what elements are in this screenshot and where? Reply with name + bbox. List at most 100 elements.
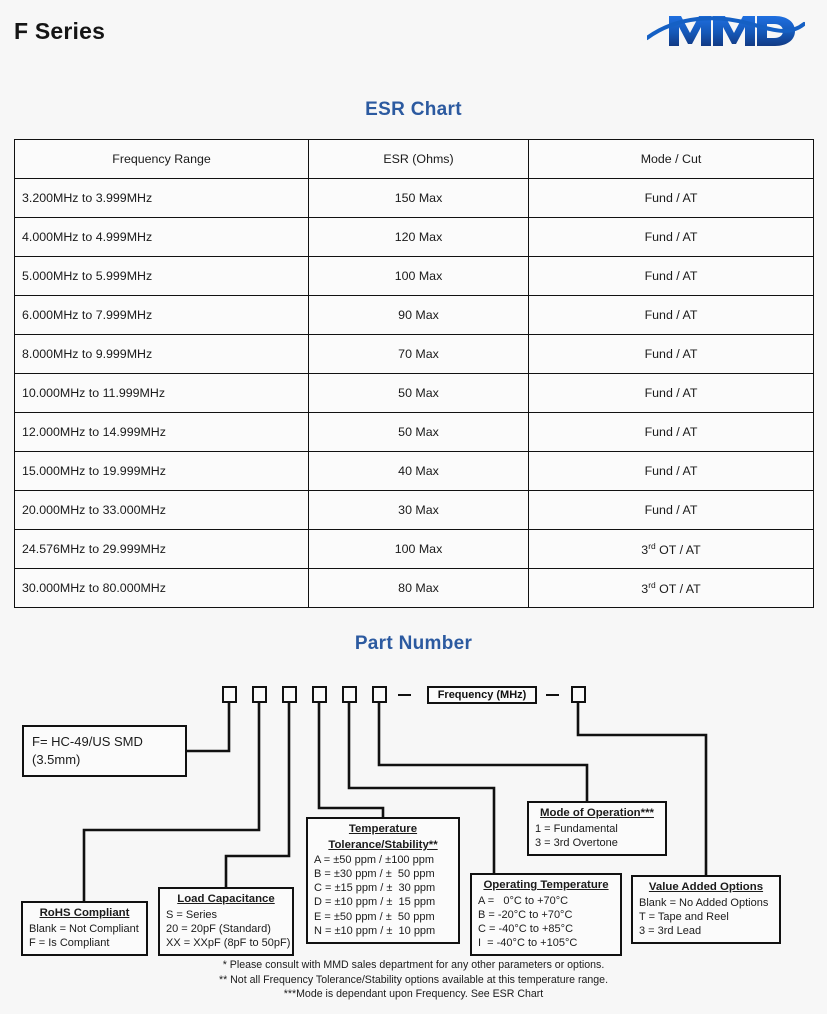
- cell-mode-cut: Fund / AT: [528, 256, 814, 296]
- value-added-options-title: Value Added Options: [648, 881, 764, 893]
- cell-mode-cut: Fund / AT: [528, 334, 814, 374]
- code-square-7[interactable]: [571, 686, 586, 703]
- value-added-options-line-3: 3 = 3rd Lead: [639, 924, 702, 937]
- value-added-options-line-2: T = Tape and Reel: [639, 910, 729, 923]
- package-line-1: F= HC-49/US SMD: [32, 734, 143, 749]
- cell-mode-cut: 3rd OT / AT: [528, 568, 814, 608]
- cell-frequency-range: 30.000MHz to 80.000MHz: [14, 568, 309, 608]
- cell-esr-ohms: 50 Max: [308, 412, 529, 452]
- table-header-row: Frequency Range ESR (Ohms) Mode / Cut: [14, 139, 814, 179]
- footnote-2: ** Not all Frequency Tolerance/Stability…: [218, 973, 609, 986]
- cell-frequency-range: 8.000MHz to 9.999MHz: [14, 334, 309, 374]
- code-square-2[interactable]: [252, 686, 267, 703]
- rohs-line-2: F = Is Compliant: [29, 936, 110, 949]
- package-type-box: F= HC-49/US SMD (3.5mm): [22, 725, 187, 777]
- cell-esr-ohms: 120 Max: [308, 217, 529, 257]
- mmd-logo: [645, 8, 806, 54]
- load-capacitance-line-1: S = Series: [166, 908, 218, 921]
- rohs-title: RoHS Compliant: [39, 907, 130, 919]
- cell-frequency-range: 6.000MHz to 7.999MHz: [14, 295, 309, 335]
- operating-temperature-line-2: B = -20°C to +70°C: [478, 908, 573, 921]
- cell-esr-ohms: 100 Max: [308, 256, 529, 296]
- cell-mode-cut: Fund / AT: [528, 490, 814, 530]
- column-header-frequency-range: Frequency Range: [14, 139, 309, 179]
- column-header-esr-ohms: ESR (Ohms): [308, 139, 529, 179]
- temperature-tolerance-line-3: C = ±15 ppm / ± 30 ppm: [314, 882, 436, 895]
- mode-of-operation-line-1: 1 = Fundamental: [535, 822, 618, 835]
- package-line-2: (3.5mm): [32, 751, 81, 767]
- frequency-field[interactable]: Frequency (MHz): [427, 686, 537, 704]
- code-square-3[interactable]: [282, 686, 297, 703]
- rohs-line-1: Blank = Not Compliant: [29, 922, 139, 935]
- cell-frequency-range: 5.000MHz to 5.999MHz: [14, 256, 309, 296]
- cell-esr-ohms: 100 Max: [308, 529, 529, 569]
- cell-esr-ohms: 150 Max: [308, 178, 529, 218]
- value-added-options-box: Value Added Options Blank = No Added Opt…: [631, 875, 781, 944]
- mode-of-operation-box: Mode of Operation*** 1 = Fundamental 3 =…: [527, 801, 667, 856]
- cell-mode-cut: Fund / AT: [528, 373, 814, 413]
- temperature-tolerance-line-1: A = ±50 ppm / ±100 ppm: [314, 854, 435, 867]
- footnotes: * Please consult with MMD sales departme…: [0, 958, 827, 1002]
- temperature-tolerance-line-5: E = ±50 ppm / ± 50 ppm: [314, 910, 435, 923]
- operating-temperature-title: Operating Temperature: [483, 879, 609, 891]
- temperature-tolerance-title-line-1: Temperature: [348, 823, 418, 835]
- temperature-tolerance-title-line-2: Tolerance/Stability**: [328, 838, 438, 851]
- load-capacitance-title: Load Capacitance: [177, 893, 275, 905]
- footnote-1: * Please consult with MMD sales departme…: [222, 959, 605, 971]
- temperature-tolerance-line-2: B = ±30 ppm / ± 50 ppm: [314, 868, 435, 881]
- cell-frequency-range: 12.000MHz to 14.999MHz: [14, 412, 309, 452]
- cell-mode-cut: Fund / AT: [528, 295, 814, 335]
- temperature-tolerance-box: Temperature Tolerance/Stability** A = ±5…: [306, 817, 460, 944]
- code-square-1[interactable]: [222, 686, 237, 703]
- cell-mode-cut: 3rd OT / AT: [528, 529, 814, 569]
- temperature-tolerance-line-6: N = ±10 ppm / ± 10 ppm: [314, 924, 436, 937]
- cell-mode-cut: Fund / AT: [528, 412, 814, 452]
- cell-frequency-range: 24.576MHz to 29.999MHz: [14, 529, 309, 569]
- temperature-tolerance-line-4: D = ±10 ppm / ± 15 ppm: [314, 896, 436, 909]
- operating-temperature-line-3: C = -40°C to +85°C: [478, 922, 574, 935]
- cell-mode-cut: Fund / AT: [528, 178, 814, 218]
- value-added-options-line-1: Blank = No Added Options: [639, 896, 769, 909]
- code-square-5[interactable]: [342, 686, 357, 703]
- cell-frequency-range: 20.000MHz to 33.000MHz: [14, 490, 309, 530]
- load-capacitance-box: Load Capacitance S = Series 20 = 20pF (S…: [158, 887, 294, 956]
- mode-of-operation-title: Mode of Operation***: [540, 807, 654, 819]
- dash-separator-2: [546, 694, 559, 697]
- cell-esr-ohms: 50 Max: [308, 373, 529, 413]
- part-number-heading: Part Number: [354, 633, 473, 654]
- footnote-3: ***Mode is dependant upon Frequency. See…: [283, 988, 544, 1001]
- code-square-6[interactable]: [372, 686, 387, 703]
- cell-mode-cut: Fund / AT: [528, 451, 814, 491]
- load-capacitance-line-2: 20 = 20pF (Standard): [166, 922, 271, 935]
- esr-table: Frequency Range ESR (Ohms) Mode / Cut 3.…: [14, 139, 814, 608]
- cell-frequency-range: 3.200MHz to 3.999MHz: [14, 178, 309, 218]
- cell-esr-ohms: 70 Max: [308, 334, 529, 374]
- cell-frequency-range: 4.000MHz to 4.999MHz: [14, 217, 309, 257]
- part-number-diagram: Frequency (MHz) F= HC-49/US SMD (3.5mm) …: [0, 660, 827, 960]
- cell-frequency-range: 15.000MHz to 19.999MHz: [14, 451, 309, 491]
- mode-of-operation-line-2: 3 = 3rd Overtone: [535, 836, 618, 849]
- cell-esr-ohms: 80 Max: [308, 568, 529, 608]
- esr-chart-heading: ESR Chart: [365, 99, 462, 120]
- cell-mode-cut: Fund / AT: [528, 217, 814, 257]
- operating-temperature-line-1: A = 0°C to +70°C: [478, 894, 569, 907]
- cell-esr-ohms: 30 Max: [308, 490, 529, 530]
- operating-temperature-box: Operating Temperature A = 0°C to +70°C B…: [470, 873, 622, 956]
- column-header-mode-cut: Mode / Cut: [528, 139, 814, 179]
- connector-lines: [82, 701, 708, 903]
- cell-frequency-range: 10.000MHz to 11.999MHz: [14, 373, 309, 413]
- cell-esr-ohms: 40 Max: [308, 451, 529, 491]
- page-title: F Series: [14, 18, 106, 44]
- code-square-4[interactable]: [312, 686, 327, 703]
- rohs-compliant-box: RoHS Compliant Blank = Not Compliant F =…: [21, 901, 148, 956]
- load-capacitance-line-3: XX = XXpF (8pF to 50pF): [166, 936, 291, 949]
